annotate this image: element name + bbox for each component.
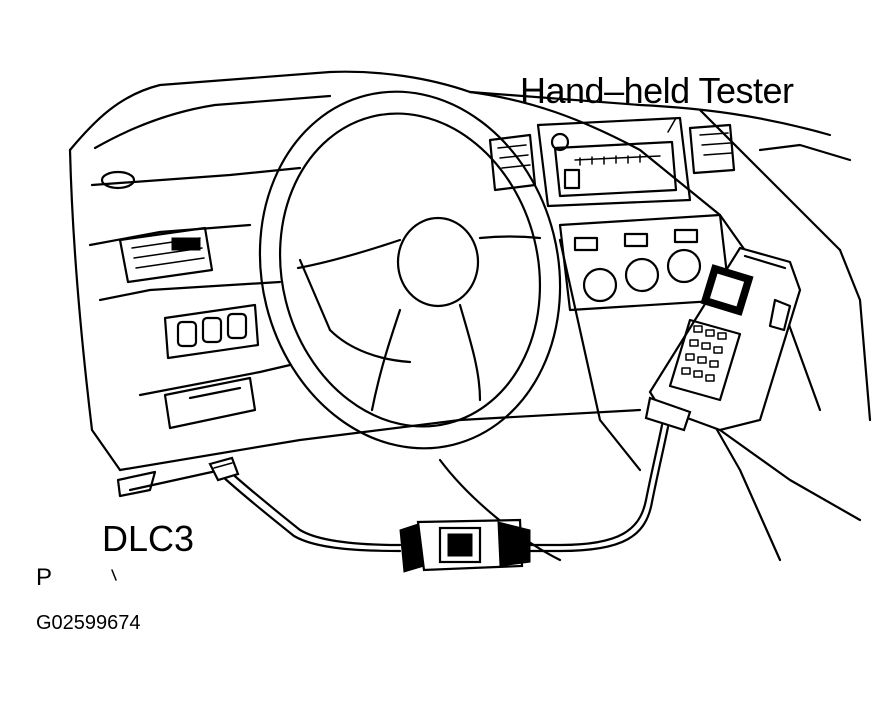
dlc3-label: DLC3 — [102, 518, 195, 559]
hand-held-tester — [644, 246, 802, 432]
tester-leader-line — [667, 117, 677, 133]
dlc3-connector — [111, 456, 240, 581]
hand-held-tester-label: Hand–held Tester — [520, 70, 794, 111]
switch-panel — [116, 303, 260, 498]
left-air-vent — [100, 170, 214, 284]
cable-adapter — [399, 518, 531, 573]
dashboard-outline — [68, 70, 872, 562]
p-marker-label: P — [36, 564, 53, 591]
tester-cable — [528, 423, 670, 553]
figure-id-label: G02599674 — [36, 612, 141, 634]
steering-wheel — [258, 90, 562, 450]
dlc3-cable — [220, 468, 402, 553]
